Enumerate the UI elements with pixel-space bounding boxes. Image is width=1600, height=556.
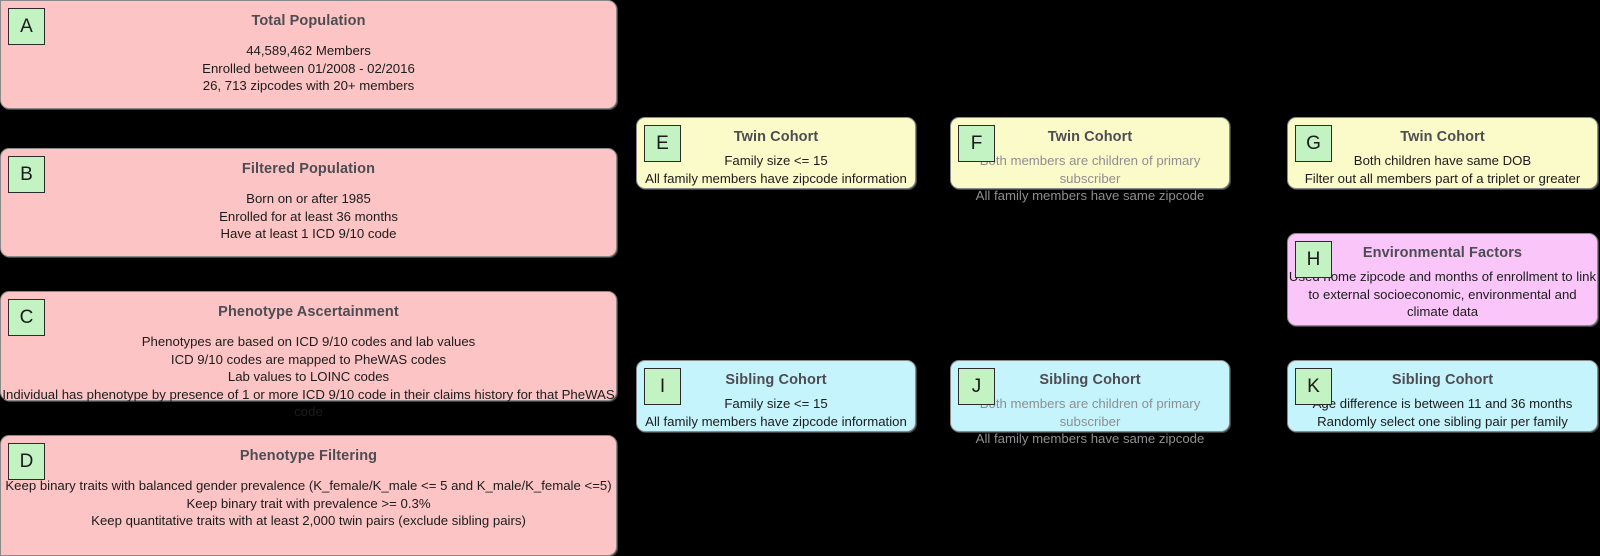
node-body-i: Family size <= 15 All family members hav… (645, 396, 907, 429)
node-badge-c: C (8, 299, 45, 336)
node-title-d: Phenotype Filtering (239, 448, 378, 464)
node-title-i: Sibling Cohort (725, 372, 827, 388)
node-badge-f: F (958, 125, 995, 162)
flow-node-k[interactable]: K Sibling Cohort Age difference is betwe… (1287, 360, 1598, 432)
flow-node-h[interactable]: H Environmental Factors Used home zipcod… (1287, 233, 1598, 326)
node-title-j: Sibling Cohort (1039, 372, 1141, 388)
node-body-e: Family size <= 15 All family members hav… (645, 153, 907, 186)
flow-node-c[interactable]: C Phenotype Ascertainment Phenotypes are… (0, 291, 617, 419)
flow-node-g[interactable]: G Twin Cohort Both children have same DO… (1287, 117, 1598, 189)
node-title-k: Sibling Cohort (1391, 372, 1494, 388)
node-title-h: Environmental Factors (1362, 245, 1523, 261)
node-badge-k: K (1295, 368, 1332, 405)
node-body-c: Phenotypes are based on ICD 9/10 codes a… (2, 334, 615, 419)
flow-node-d[interactable]: D Phenotype Filtering Keep binary traits… (0, 435, 617, 556)
node-body-h: Used home zipcode and months of enrollme… (1288, 269, 1597, 319)
node-badge-h: H (1295, 241, 1332, 278)
node-title-g: Twin Cohort (1400, 129, 1485, 145)
node-body-k: Age difference is between 11 and 36 mont… (1313, 396, 1573, 429)
flow-node-i[interactable]: I Sibling Cohort Family size <= 15 All f… (636, 360, 916, 432)
node-title-b: Filtered Population (241, 161, 376, 177)
node-badge-d: D (8, 443, 45, 480)
flow-node-f[interactable]: F Twin Cohort Both members are children … (950, 117, 1230, 203)
node-title-e: Twin Cohort (733, 129, 819, 145)
node-badge-e: E (644, 125, 681, 162)
node-title-c: Phenotype Ascertainment (218, 304, 399, 320)
node-title-f: Twin Cohort (1047, 129, 1133, 145)
flow-node-b[interactable]: B Filtered Population Born on or after 1… (0, 148, 617, 257)
node-badge-i: I (644, 368, 681, 405)
node-badge-j: J (958, 368, 995, 405)
node-body-g: Both children have same DOB Filter out a… (1304, 153, 1581, 186)
node-body-f: Both members are children of primary sub… (975, 153, 1205, 203)
node-body-d: Keep binary traits with balanced gender … (5, 478, 612, 528)
flow-node-j[interactable]: J Sibling Cohort Both members are childr… (950, 360, 1230, 446)
node-badge-a: A (8, 8, 45, 45)
node-body-a: 44,589,462 Members Enrolled between 01/2… (202, 43, 415, 93)
flow-node-e[interactable]: E Twin Cohort Family size <= 15 All fami… (636, 117, 916, 189)
node-badge-g: G (1295, 125, 1332, 162)
flow-node-a[interactable]: A Total Population 44,589,462 Members En… (0, 0, 617, 109)
node-title-a: Total Population (251, 13, 366, 29)
node-body-b: Born on or after 1985 Enrolled for at le… (219, 191, 398, 241)
node-badge-b: B (8, 156, 45, 193)
